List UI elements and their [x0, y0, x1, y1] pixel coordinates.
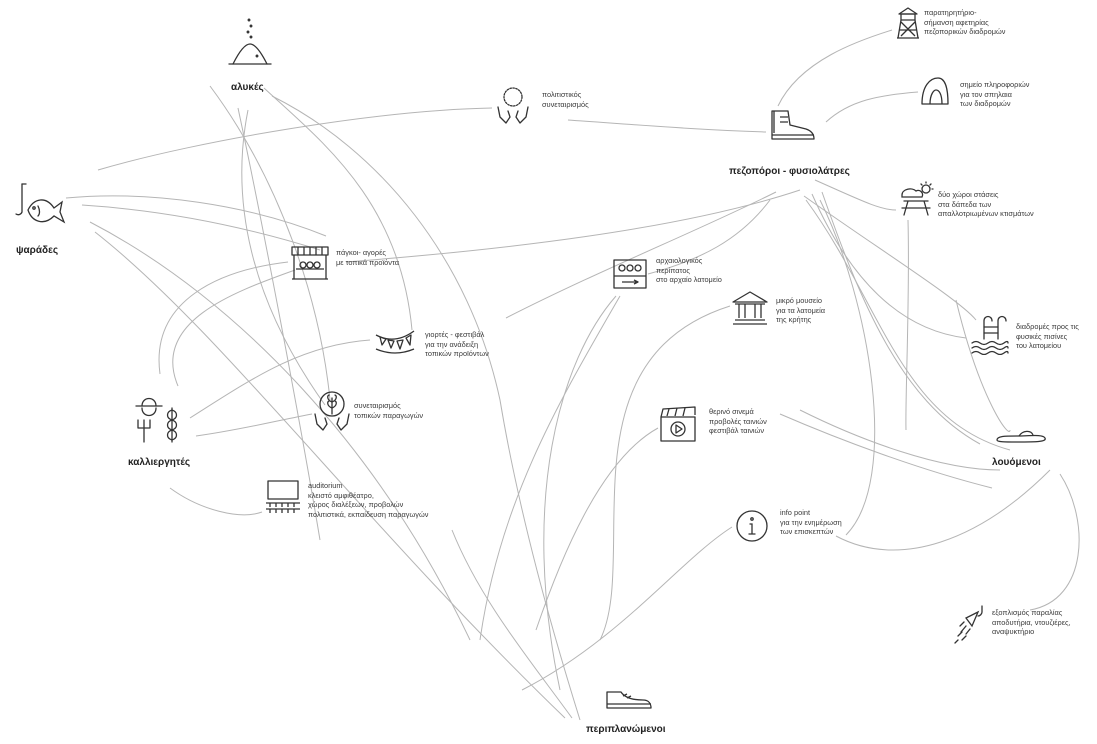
market-stall-icon	[291, 246, 329, 280]
museum-building-icon	[732, 291, 768, 325]
actor-saltpans-label: αλυκές	[231, 82, 264, 93]
connection-line	[811, 193, 967, 339]
connection-line	[209, 85, 331, 401]
actor-farmers-label: καλλιεργητές	[128, 457, 191, 468]
connection-line	[799, 409, 1001, 471]
connection-line	[825, 91, 919, 123]
connection-line	[567, 119, 767, 133]
connection-line	[955, 299, 1011, 432]
connection-line	[263, 87, 413, 331]
watchtower-icon	[897, 7, 919, 39]
bunting-flags-icon	[375, 330, 415, 354]
connection-line	[65, 195, 327, 237]
connection-line	[905, 219, 909, 431]
connection-line	[195, 413, 313, 437]
connection-line	[169, 487, 263, 516]
connection-line	[345, 189, 801, 263]
connection-line	[599, 305, 731, 641]
hands-circle-icon	[497, 87, 529, 124]
sandal-icon	[996, 430, 1046, 443]
connection-line	[158, 261, 289, 375]
salt-pile-icon	[228, 18, 272, 65]
connection-line	[803, 195, 977, 321]
cave-arch-icon	[921, 77, 949, 105]
connection-line	[521, 526, 733, 691]
connection-line	[779, 413, 993, 489]
connection-line	[479, 295, 621, 641]
connection-line	[237, 107, 321, 541]
connection-line	[805, 199, 1011, 451]
info-circle-icon	[736, 510, 768, 542]
clapperboard-play-icon	[660, 406, 696, 442]
connection-line	[777, 29, 893, 107]
hiking-boot-icon	[771, 110, 815, 140]
pool-ladder-icon	[971, 315, 1009, 355]
connection-line	[821, 191, 981, 445]
actor-wanderers-label: περιπλανώμενοι	[586, 724, 666, 735]
connection-line	[451, 529, 573, 719]
connection-line	[97, 107, 493, 171]
connection-line	[819, 199, 876, 536]
connection-line	[1029, 473, 1080, 611]
connection-line	[81, 204, 321, 251]
sneaker-icon	[606, 691, 652, 709]
connection-line	[835, 469, 1051, 551]
actor-fishermen-label: ψαράδες	[16, 245, 59, 256]
connection-line	[814, 179, 897, 211]
connection-line	[543, 295, 617, 691]
connection-line	[647, 199, 771, 275]
connection-line	[241, 109, 326, 406]
actor-bathers-label: λουόμενοι	[992, 457, 1041, 468]
picnic-table-sun-icon	[901, 181, 934, 216]
connection-line	[271, 95, 581, 721]
connection-line	[172, 269, 296, 387]
connection-line	[189, 339, 371, 419]
archaeology-cases-icon	[613, 259, 647, 289]
auditorium-screen-seats-icon	[266, 480, 300, 513]
connection-line	[89, 221, 471, 641]
actor-hikers-label: πεζοπόροι - φυσιολάτρες	[729, 166, 850, 177]
connection-line	[535, 427, 659, 631]
farmer-hat-pitchfork-wheat-icon	[135, 397, 178, 443]
connection-line	[94, 231, 566, 719]
fisherman-hook-fish-icon	[15, 183, 66, 224]
shower-head-icon	[954, 605, 983, 644]
connection-line	[505, 191, 777, 319]
hands-plant-icon	[314, 391, 350, 431]
